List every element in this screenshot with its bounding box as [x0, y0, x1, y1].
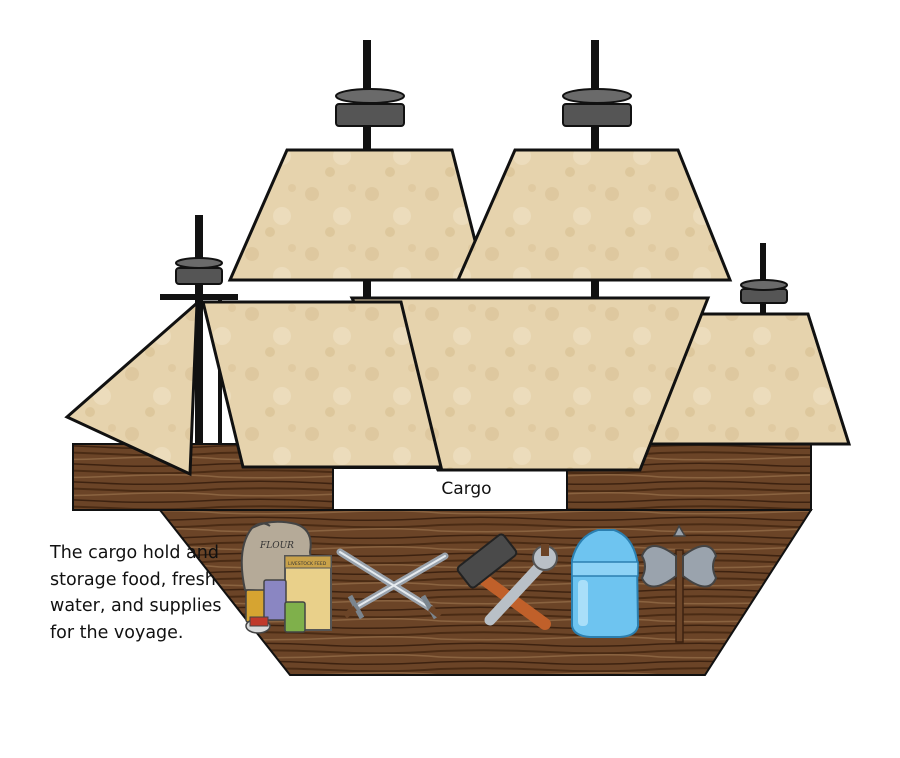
jib-sail — [64, 299, 199, 477]
battle-axe-icon — [640, 524, 718, 643]
crows-nest-mizzen — [740, 279, 788, 304]
flour-sack-label: FLOUR — [259, 541, 294, 551]
topsail-main — [227, 148, 487, 282]
cargo-label: Cargo — [441, 479, 492, 499]
sails — [64, 148, 852, 477]
food-cans-icon — [245, 579, 306, 634]
feed-box-label: LIVESTOCK FEED — [288, 561, 327, 567]
crossed-swords-icon — [336, 548, 449, 620]
cargo-caption: The cargo hold and storage food, fresh w… — [50, 543, 222, 643]
hammer-wrench-icon — [456, 533, 558, 630]
crows-nest-fore — [562, 88, 632, 127]
foresail — [201, 300, 443, 469]
cargo-window — [332, 467, 568, 511]
crows-nests — [175, 88, 788, 304]
bow-mast — [195, 215, 203, 445]
water-bottle-icon — [571, 529, 640, 638]
crows-nest-main — [335, 88, 405, 127]
cargo-items: FLOUR LIVESTOCK FEED — [240, 520, 718, 643]
crows-nest-bow — [175, 257, 223, 285]
bow-mast-yard — [160, 294, 238, 300]
topsail-fore — [455, 148, 733, 282]
